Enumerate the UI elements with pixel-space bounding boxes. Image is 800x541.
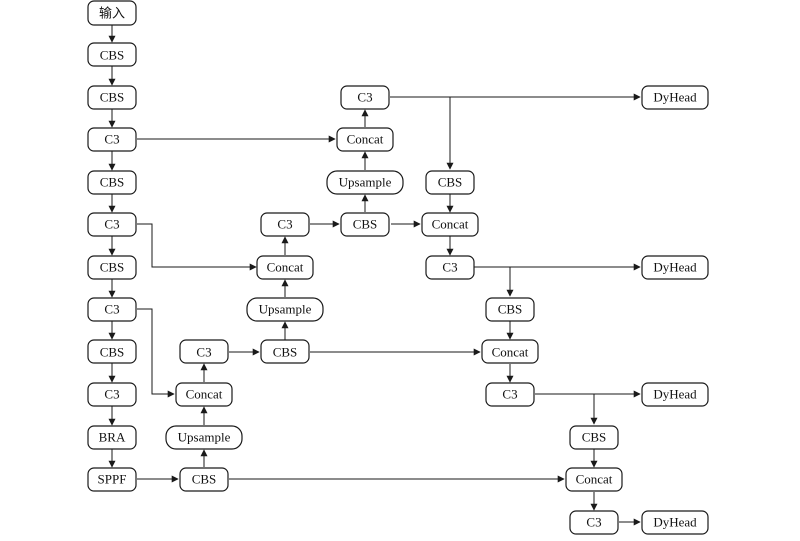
node-label: CBS (273, 345, 298, 360)
node-label: CBS (100, 90, 125, 105)
node-concat: Concat (421, 212, 479, 237)
node-label: Concat (576, 472, 613, 487)
node-cbs: CBS (260, 339, 310, 364)
node-bra: BRA (87, 425, 137, 450)
node-label: C3 (442, 260, 457, 275)
node-label: Upsample (339, 175, 392, 190)
node-cbs: CBS (340, 212, 390, 237)
node-input: 输入 (87, 0, 137, 26)
node-label: CBS (582, 430, 607, 445)
node-cbs: CBS (87, 170, 137, 195)
node-cbs: CBS (87, 255, 137, 280)
node-c3: C3 (87, 127, 137, 152)
node-upsample: Upsample (165, 425, 243, 450)
node-concat: Concat (256, 255, 314, 280)
node-c3: C3 (425, 255, 475, 280)
node-label: Concat (347, 132, 384, 147)
node-cbs: CBS (485, 297, 535, 322)
node-label: Concat (432, 217, 469, 232)
node-upsample: Upsample (326, 170, 404, 195)
node-c3: C3 (87, 382, 137, 407)
node-dyhead: DyHead (641, 510, 709, 535)
node-label: CBS (100, 48, 125, 63)
node-label: C3 (104, 217, 119, 232)
node-label: C3 (104, 387, 119, 402)
node-label: CBS (192, 472, 217, 487)
node-label: BRA (99, 430, 126, 445)
node-label: Upsample (259, 302, 312, 317)
node-label: DyHead (653, 387, 697, 402)
node-label: C3 (196, 345, 211, 360)
node-label: CBS (353, 217, 378, 232)
node-label: C3 (357, 90, 372, 105)
node-cbs: CBS (569, 425, 619, 450)
node-label: CBS (100, 345, 125, 360)
node-label: DyHead (653, 90, 697, 105)
node-dyhead: DyHead (641, 85, 709, 110)
node-label: C3 (586, 515, 601, 530)
node-upsample: Upsample (246, 297, 324, 322)
node-label: Upsample (178, 430, 231, 445)
connection-arrows (108, 25, 641, 526)
node-label: CBS (498, 302, 523, 317)
node-c3: C3 (87, 297, 137, 322)
node-label: C3 (502, 387, 517, 402)
node-c3: C3 (340, 85, 390, 110)
node-c3: C3 (87, 212, 137, 237)
node-label: C3 (277, 217, 292, 232)
node-dyhead: DyHead (641, 255, 709, 280)
node-cbs: CBS (425, 170, 475, 195)
node-label: Concat (186, 387, 223, 402)
node-concat: Concat (336, 127, 394, 152)
node-concat: Concat (565, 467, 623, 492)
node-cbs: CBS (87, 85, 137, 110)
node-sppf: SPPF (87, 467, 137, 492)
node-c3: C3 (569, 510, 619, 535)
node-c3: C3 (260, 212, 310, 237)
node-label: CBS (100, 260, 125, 275)
node-label: 输入 (99, 6, 125, 21)
node-label: CBS (100, 175, 125, 190)
node-label: C3 (104, 302, 119, 317)
node-c3: C3 (485, 382, 535, 407)
node-dyhead: DyHead (641, 382, 709, 407)
edge-c3-to-concat (137, 223, 257, 271)
node-label: Concat (492, 345, 529, 360)
module-nodes: 输入 CBS CBS C3 CBS C3 CBS C3 CBS C3 BRA S… (87, 0, 709, 535)
node-label: DyHead (653, 515, 697, 530)
node-c3: C3 (179, 339, 229, 364)
node-cbs: CBS (87, 42, 137, 67)
node-label: SPPF (98, 472, 127, 487)
node-concat: Concat (481, 339, 539, 364)
node-concat: Concat (175, 382, 233, 407)
node-cbs: CBS (87, 339, 137, 364)
node-label: C3 (104, 132, 119, 147)
node-cbs: CBS (179, 467, 229, 492)
node-label: CBS (438, 175, 463, 190)
node-label: Concat (267, 260, 304, 275)
edge-c3-to-concat (137, 308, 175, 398)
node-label: DyHead (653, 260, 697, 275)
